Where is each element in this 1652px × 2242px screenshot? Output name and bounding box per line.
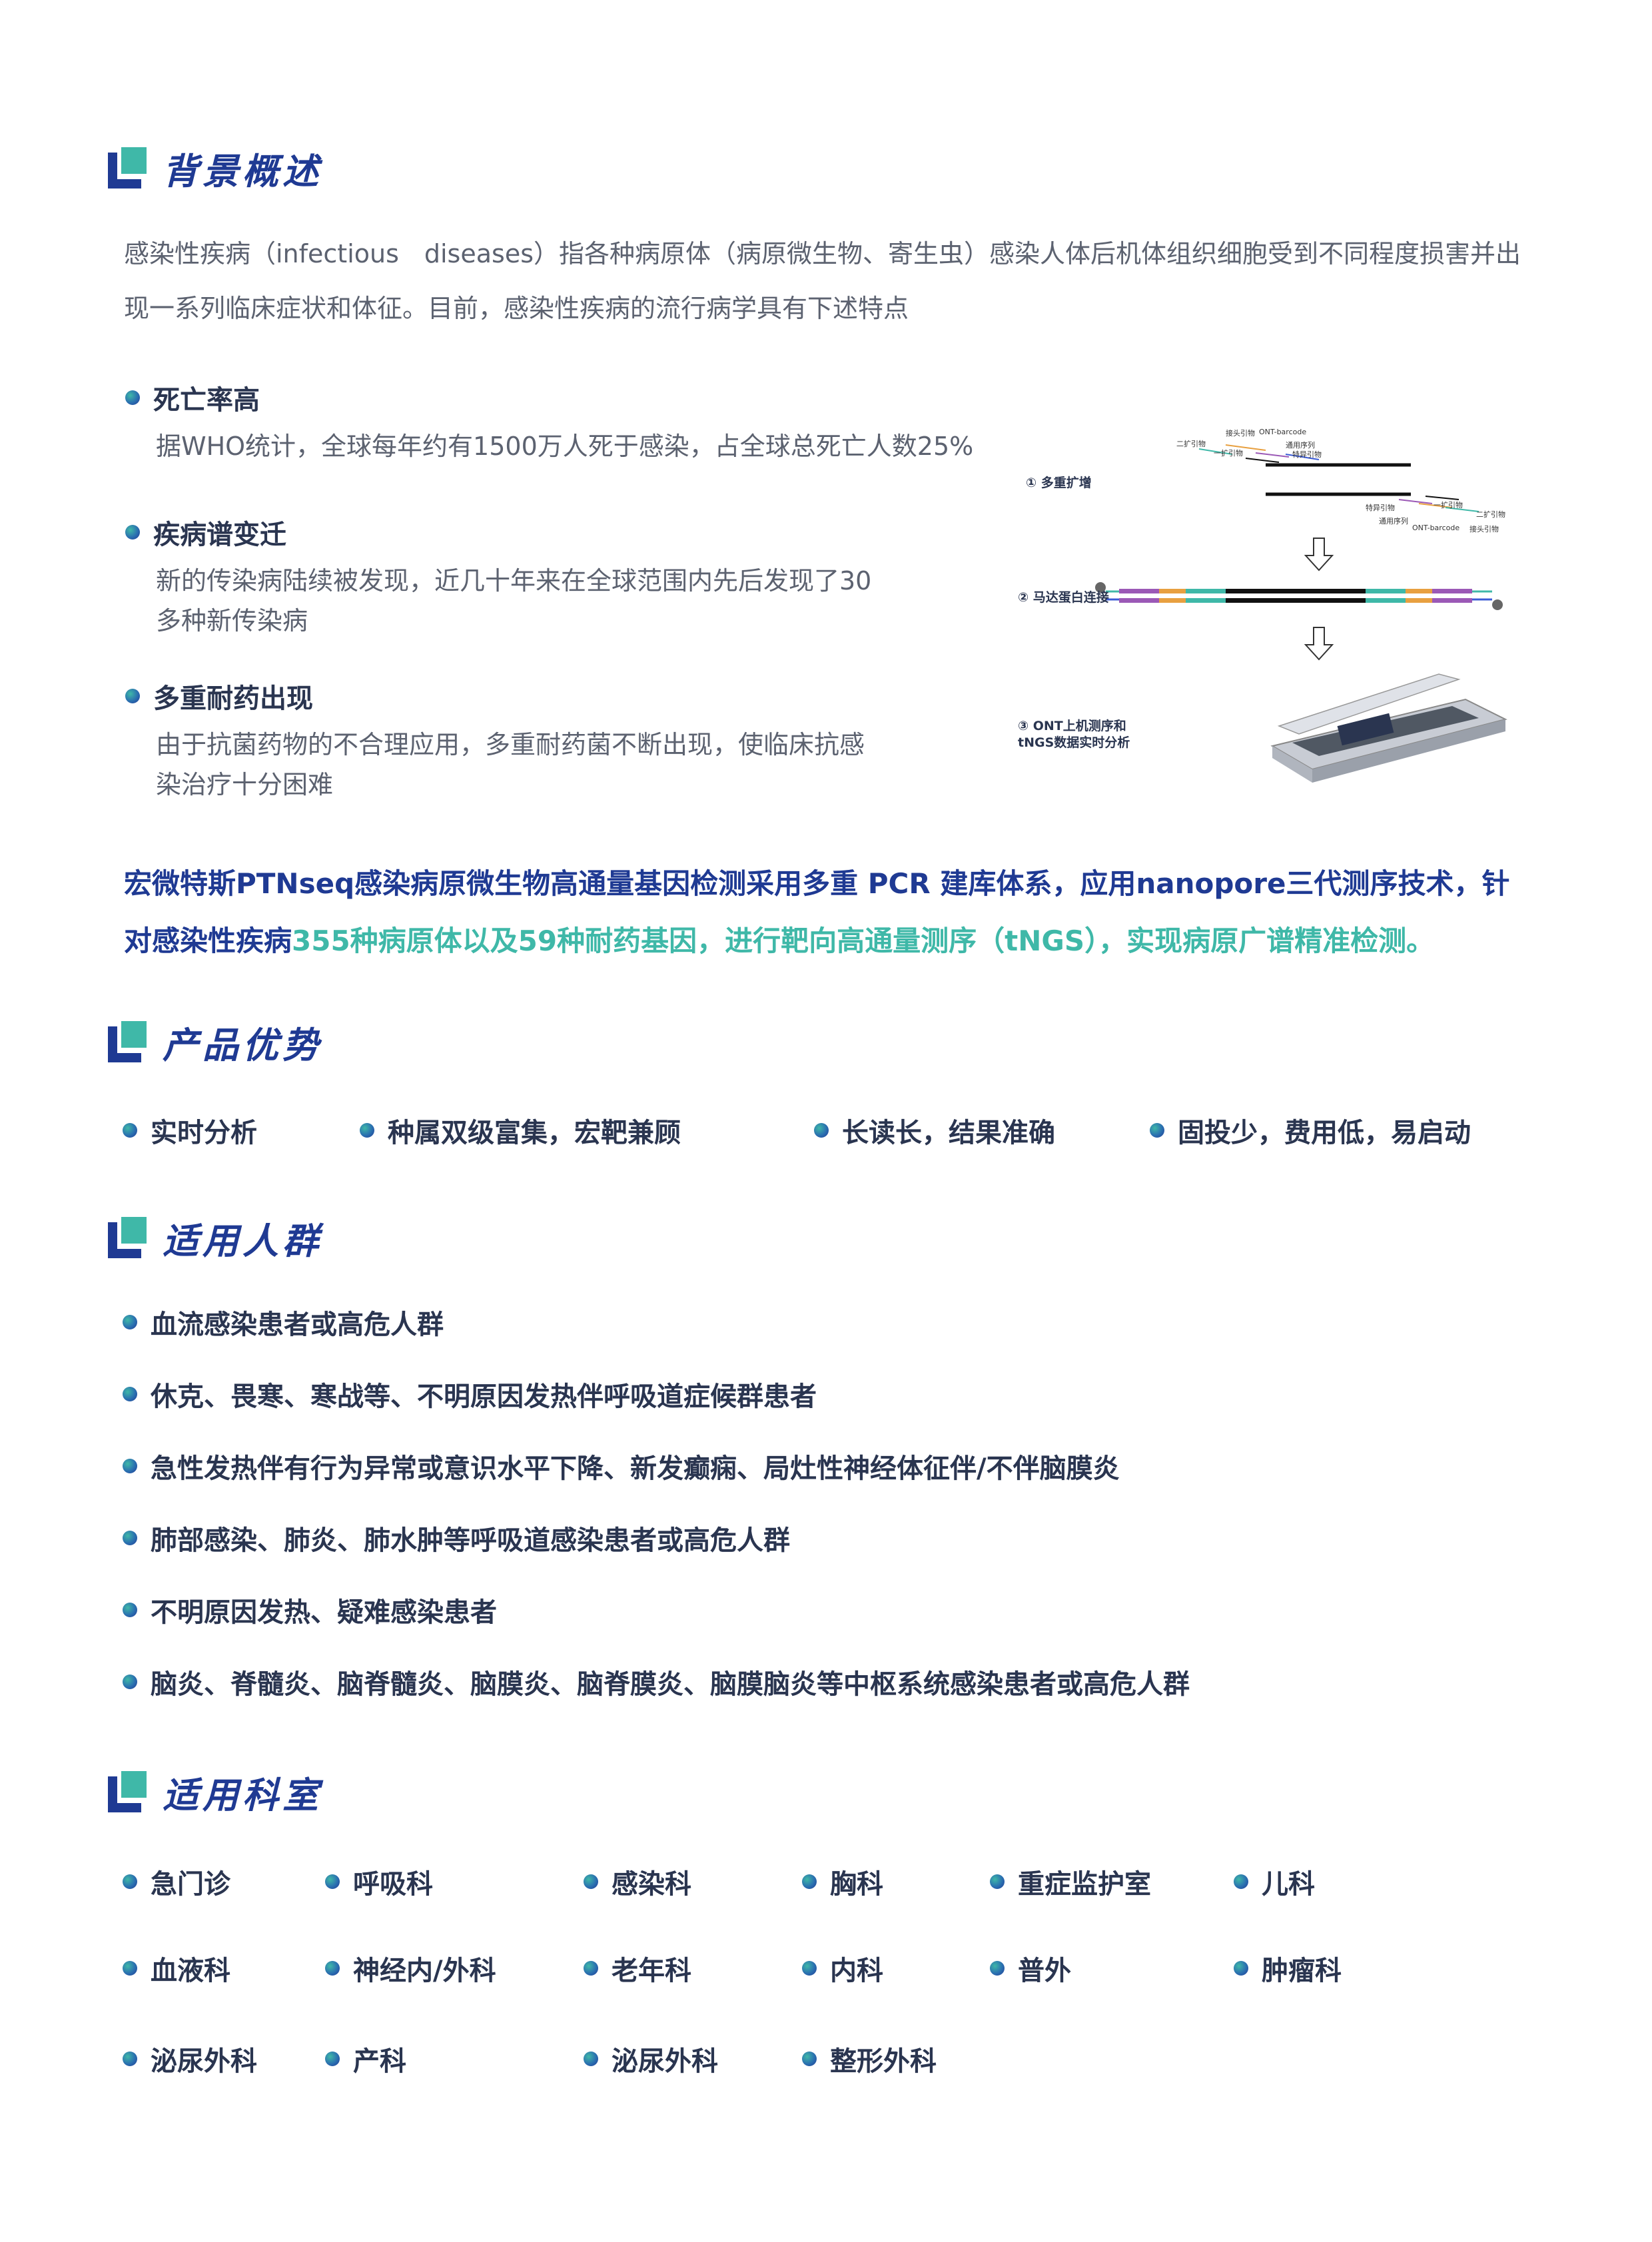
bullet-dot-icon [814,1123,829,1138]
bullet-dot-icon [123,1459,137,1473]
section-icon [108,1771,147,1812]
bullet-dot-icon [325,2052,340,2066]
section-icon [108,147,147,188]
population-item: 血流感染患者或高危人群 [123,1303,444,1341]
workflow-diagram: ① 多重扩增 ② 马达蛋白连接 ③ ONT上机测序和 tNGS数据实时分析 接头… [1018,413,1579,793]
section-header-population: 适用人群 [108,1211,322,1264]
bullet-dot-icon [802,1961,817,1976]
bullet-dot-icon [360,1123,374,1138]
product-highlight: 宏微特斯PTNseq感染病原微生物高通量基因检测采用多重 PCR 建库体系，应用… [124,867,1510,957]
bullet-dot-icon [123,1315,137,1329]
bullet-dot-icon [325,1874,340,1889]
department-item: 儿科 [1234,1862,1315,1901]
section-title: 背景概述 [163,150,322,192]
workflow-diagram-graphics [1095,444,1507,783]
bullet-dot-icon [123,2052,137,2066]
department-item: 普外 [990,1949,1071,1988]
bullet-dot-icon [990,1874,1005,1889]
bullet-dot-icon [125,525,140,540]
section-title: 适用科室 [163,1774,322,1816]
diagram-tiny-label: 二扩引物 [1176,440,1206,448]
bullet-dot-icon [123,1675,137,1689]
section-icon [108,1217,147,1258]
diagram-tiny-label: 一扩引物 [1214,449,1243,458]
bullet-dot-icon [123,1387,137,1401]
diagram-step-label: ② 马达蛋白连接 [1018,590,1109,605]
diagram-tiny-label: 通用序列 [1286,441,1315,450]
diagram-tiny-label: 特异引物 [1292,450,1322,459]
advantage-item: 固投少，费用低，易启动 [1150,1111,1471,1150]
feature-desc: 据WHO统计，全球每年约有1500万人死于感染，占全球总死亡人数25% [156,432,974,461]
bullet-dot-icon [1234,1961,1248,1976]
bullet-dot-icon [990,1961,1005,1976]
department-item: 泌尿外科 [584,2040,718,2078]
department-item: 胸科 [802,1862,883,1901]
department-item: 肿瘤科 [1234,1949,1342,1988]
bullet-dot-icon [123,1531,137,1545]
department-item: 血液科 [123,1949,230,1988]
bullet-dot-icon [584,1874,598,1889]
population-item: 肺部感染、肺炎、肺水肿等呼吸道感染患者或高危人群 [123,1519,790,1557]
department-item: 感染科 [584,1862,691,1901]
advantage-item: 种属双级富集，宏靶兼顾 [360,1111,681,1150]
population-item: 不明原因发热、疑难感染患者 [123,1591,497,1629]
bullet-dot-icon [584,2052,598,2066]
diagram-tiny-label: 接头引物 [1469,525,1499,534]
feature-desc: 由于抗菌药物的不合理应用，多重耐药菌不断出现，使临床抗感 染治疗十分困难 [156,730,865,799]
section-title: 产品优势 [163,1024,322,1066]
department-item: 急门诊 [123,1862,230,1901]
advantage-item: 实时分析 [123,1111,257,1150]
bullet-dot-icon [1234,1874,1248,1889]
bullet-dot-icon [325,1961,340,1976]
population-item: 急性发热伴有行为异常或意识水平下降、新发癫痫、局灶性神经体征伴/不伴脑膜炎 [123,1447,1120,1485]
diagram-step-label: ③ ONT上机测序和 [1018,719,1126,733]
diagram-step-label: ① 多重扩增 [1026,476,1092,490]
bullet-dot-icon [123,1603,137,1617]
diagram-tiny-label: 一扩引物 [1434,501,1463,510]
section-header-background: 背景概述 [108,141,322,194]
diagram-step-label: tNGS数据实时分析 [1018,735,1130,750]
department-item: 泌尿外科 [123,2040,257,2078]
feature-title: 死亡率高 [125,378,260,417]
feature-title: 疾病谱变迁 [125,513,286,552]
department-item: 产科 [325,2040,406,2078]
section-header-advantages: 产品优势 [108,1015,322,1068]
bullet-dot-icon [1150,1123,1164,1138]
department-item: 神经内/外科 [325,1949,496,1988]
bullet-dot-icon [123,1961,137,1976]
diagram-tiny-label: 通用序列 [1379,517,1408,526]
section-title: 适用人群 [163,1220,322,1262]
bullet-dot-icon [123,1874,137,1889]
advantage-item: 长读长，结果准确 [814,1111,1055,1150]
feature-desc: 新的传染病陆续被发现，近几十年来在全球范围内先后发现了30 多种新传染病 [156,566,872,635]
section-header-departments: 适用科室 [108,1765,322,1818]
population-item: 休克、畏寒、寒战等、不明原因发热伴呼吸道症候群患者 [123,1375,817,1413]
feature-title: 多重耐药出现 [125,677,313,715]
department-item: 老年科 [584,1949,691,1988]
intro-paragraph: 感染性疾病（infectious diseases）指各种病原体（病原微生物、寄… [124,239,1521,323]
bullet-dot-icon [802,1874,817,1889]
bullet-dot-icon [125,689,140,703]
bullet-dot-icon [802,2052,817,2066]
diagram-tiny-label: ONT-barcode [1259,428,1307,436]
diagram-tiny-label: ONT-barcode [1412,524,1460,532]
bullet-dot-icon [123,1123,137,1138]
department-item: 呼吸科 [325,1862,433,1901]
department-item: 内科 [802,1949,883,1988]
section-icon [108,1021,147,1062]
diagram-tiny-label: 特异引物 [1366,504,1395,512]
population-item: 脑炎、脊髓炎、脑脊髓炎、脑膜炎、脑脊膜炎、脑膜脑炎等中枢系统感染患者或高危人群 [123,1663,1190,1701]
bullet-dot-icon [125,390,140,405]
department-item: 重症监护室 [990,1862,1151,1901]
diagram-tiny-label: 二扩引物 [1476,510,1505,519]
diagram-tiny-label: 接头引物 [1226,429,1255,438]
department-item: 整形外科 [802,2040,937,2078]
bullet-dot-icon [584,1961,598,1976]
